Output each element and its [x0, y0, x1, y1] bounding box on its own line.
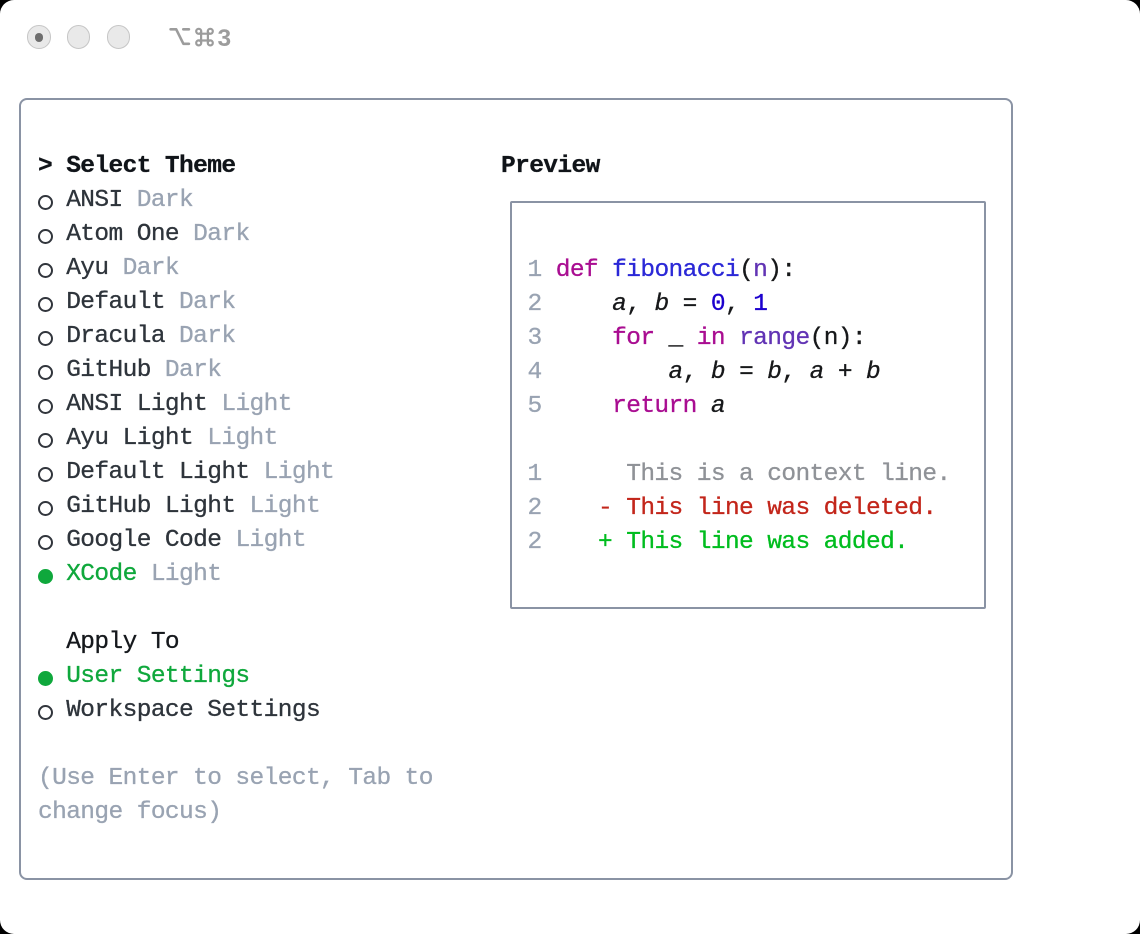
- svg-text:3: 3: [218, 25, 232, 49]
